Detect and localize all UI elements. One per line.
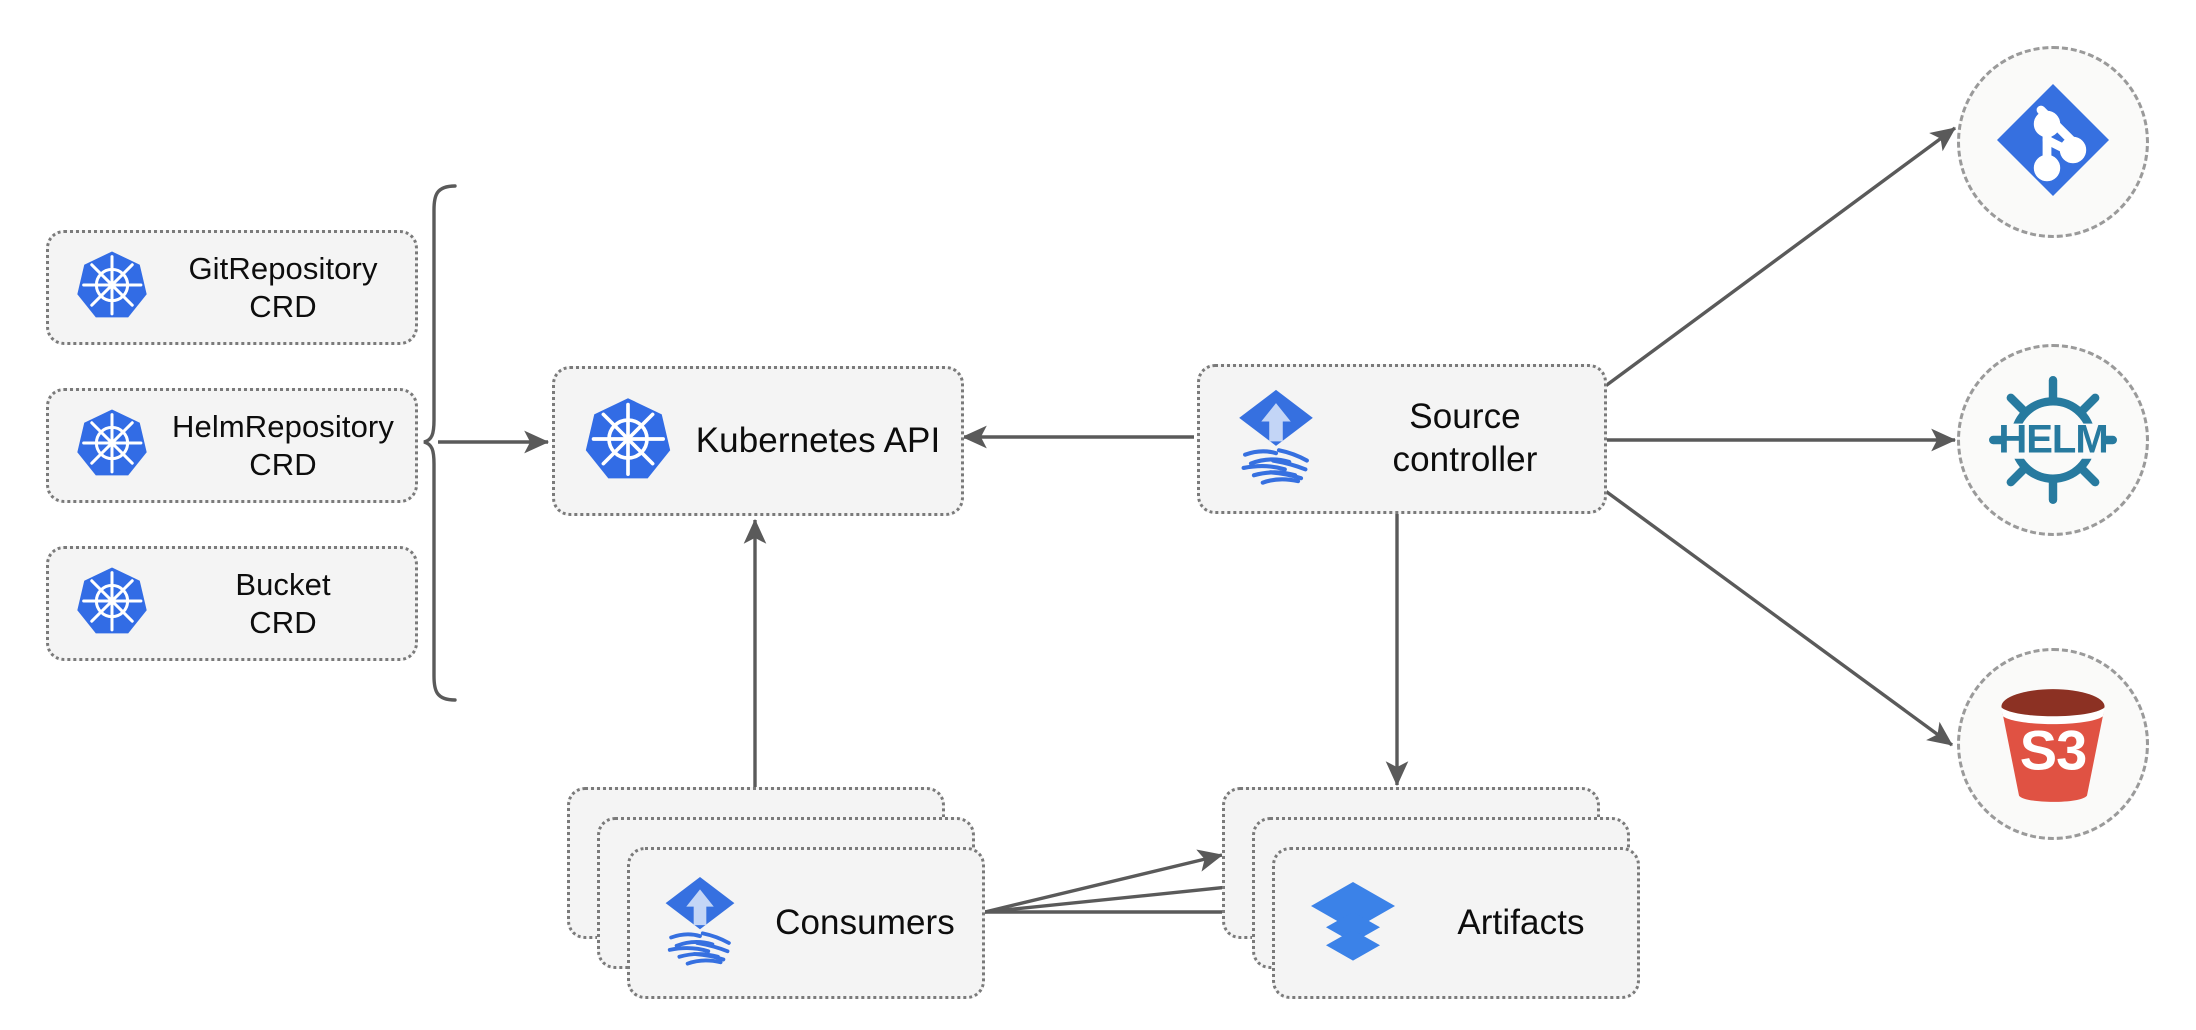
crd-label: HelmRepository CRD bbox=[172, 408, 394, 482]
node-source-controller[interactable]: Source controller bbox=[1197, 364, 1607, 514]
node-artifacts[interactable]: Artifacts bbox=[1272, 847, 1640, 999]
edge-source-controller-to-git bbox=[1598, 126, 1957, 392]
node-label: Source controller bbox=[1392, 397, 1538, 479]
node-label: Kubernetes API bbox=[695, 420, 941, 460]
flux-icon bbox=[1228, 384, 1324, 495]
edge-source-controller-to-s3 bbox=[1598, 485, 1954, 747]
helm-icon: HELM bbox=[1978, 365, 2128, 515]
flux-icon bbox=[656, 871, 744, 976]
node-kubernetes-api[interactable]: Kubernetes API bbox=[552, 366, 964, 516]
kubernetes-icon bbox=[75, 406, 149, 485]
source-circle-git[interactable] bbox=[1957, 46, 2149, 238]
s3-label: S3 bbox=[2019, 718, 2088, 782]
edge-consumers-to-artifacts-1 bbox=[984, 849, 1224, 914]
crd-label: Bucket CRD bbox=[235, 566, 331, 640]
node-label: Consumers bbox=[775, 902, 955, 942]
git-icon bbox=[1989, 76, 2117, 209]
node-label: Artifacts bbox=[1457, 902, 1585, 942]
helm-label: HELM bbox=[1998, 417, 2108, 462]
crd-label: GitRepository CRD bbox=[188, 250, 378, 324]
kubernetes-icon bbox=[75, 564, 149, 643]
crd-card-helmrepository[interactable]: HelmRepository CRD bbox=[46, 388, 418, 503]
s3-bucket-icon: S3 bbox=[1978, 669, 2128, 819]
crd-card-gitrepository[interactable]: GitRepository CRD bbox=[46, 230, 418, 345]
kubernetes-icon bbox=[75, 248, 149, 327]
edge-consumers-to-artifacts-2 bbox=[984, 876, 1250, 914]
layers-icon bbox=[1305, 873, 1401, 974]
crd-group-brace bbox=[423, 184, 457, 702]
source-circle-helm[interactable]: HELM bbox=[1957, 344, 2149, 536]
crd-card-bucket[interactable]: Bucket CRD bbox=[46, 546, 418, 661]
node-consumers[interactable]: Consumers bbox=[627, 847, 985, 999]
source-circle-s3[interactable]: S3 bbox=[1957, 648, 2149, 840]
kubernetes-icon bbox=[583, 394, 673, 489]
